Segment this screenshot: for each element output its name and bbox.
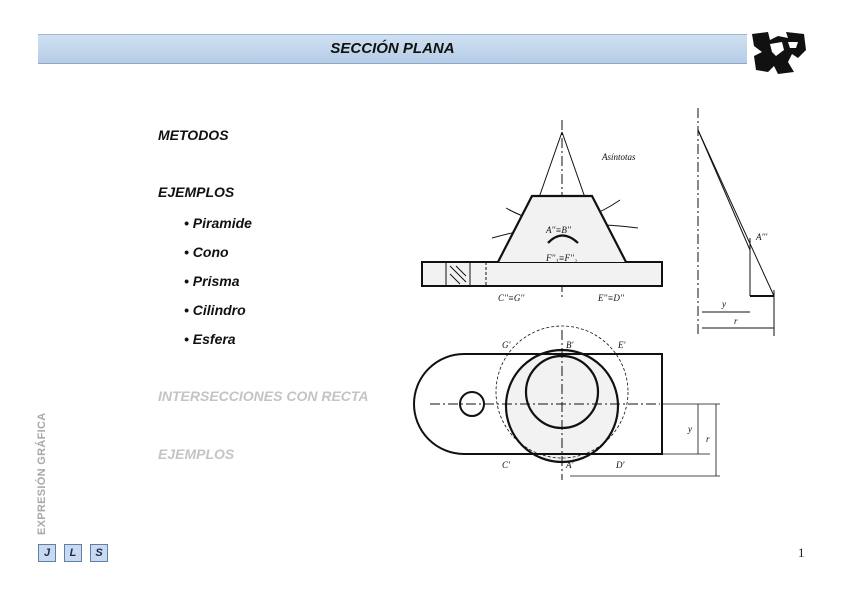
menu-piramide[interactable]: • Piramide xyxy=(184,215,252,231)
label-asintotas: Asíntotas xyxy=(601,152,636,162)
label-cg: C''≡G'' xyxy=(498,293,525,303)
menu-ejemplos[interactable]: EJEMPLOS xyxy=(158,184,235,200)
menu-cilindro[interactable]: • Cilindro xyxy=(184,302,246,318)
label-e1: E' xyxy=(617,340,626,350)
label-a3: A''' xyxy=(755,232,768,242)
label-b1: B' xyxy=(566,340,574,350)
nav-button-s[interactable]: S xyxy=(90,544,108,562)
side-label: EXPRESIÓN GRÁFICA xyxy=(36,412,48,535)
menu-esfera[interactable]: • Esfera xyxy=(184,331,236,347)
label-r-side: r xyxy=(734,316,738,326)
label-ab: A''≡B'' xyxy=(545,225,572,235)
page-number: 1 xyxy=(798,545,805,560)
label-g1: G' xyxy=(502,340,511,350)
label-y-top: y xyxy=(687,424,692,434)
menu-ejemplos-2[interactable]: EJEMPLOS xyxy=(158,446,235,462)
technical-drawing: Asíntotas A''≡B'' F''₁≡F''₂ C''≡G'' E''≡… xyxy=(413,108,775,480)
label-c1: C' xyxy=(502,460,511,470)
menu-intersecciones[interactable]: INTERSECCIONES CON RECTA xyxy=(158,388,369,404)
university-logo xyxy=(752,32,806,74)
menu-metodos[interactable]: METODOS xyxy=(158,127,229,143)
menu-cono[interactable]: • Cono xyxy=(184,244,229,260)
label-a1: A' xyxy=(565,460,574,470)
section-menu: METODOS EJEMPLOS • Piramide • Cono • Pri… xyxy=(158,0,418,480)
menu-prisma[interactable]: • Prisma xyxy=(184,273,240,289)
label-d1: D' xyxy=(615,460,625,470)
label-y-side: y xyxy=(721,299,726,309)
nav-button-l[interactable]: L xyxy=(64,544,82,562)
label-r-top: r xyxy=(706,434,710,444)
slide-title: SECCIÓN PLANA xyxy=(330,40,455,57)
label-f: F''₁≡F''₂ xyxy=(545,253,577,263)
label-ed: E''≡D'' xyxy=(597,293,625,303)
title-bar: SECCIÓN PLANA xyxy=(38,34,747,64)
nav-button-j[interactable]: J xyxy=(38,544,56,562)
